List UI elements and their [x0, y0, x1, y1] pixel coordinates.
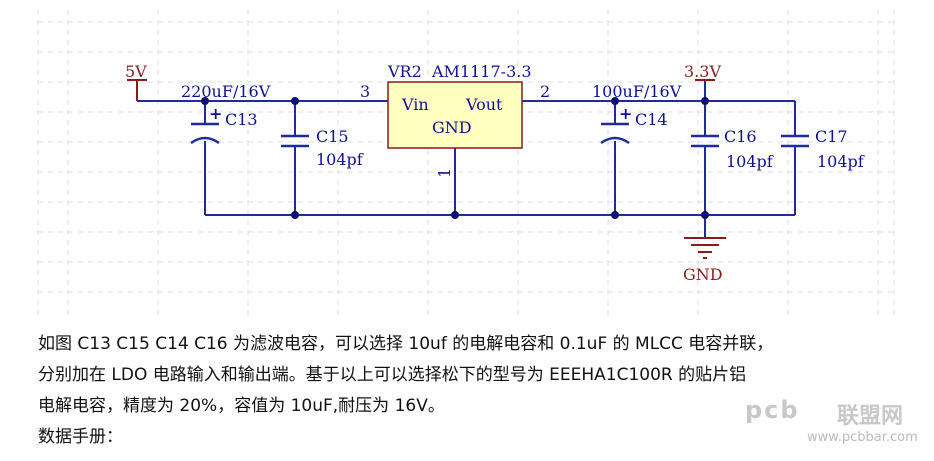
c14-value: 100uF/16V — [592, 82, 682, 101]
c13-polarity: + — [209, 104, 222, 123]
wires — [137, 80, 796, 237]
c16-value: 104pf — [726, 152, 774, 171]
description-line-3: 电解电容，精度为 20%，容值为 10uF,耐压为 16V。 — [38, 396, 445, 416]
junction-dot — [701, 211, 709, 219]
c15-designator: C15 — [316, 127, 349, 146]
watermark-cn: 联盟网 — [837, 404, 904, 429]
c13-value: 220uF/16V — [181, 82, 271, 101]
capacitor-c16: C16 104pf — [691, 127, 774, 171]
net-3v3: 3.3V — [684, 62, 721, 81]
gnd-label: GND — [683, 265, 723, 284]
regulator-pin-gnd: GND — [432, 118, 472, 137]
junction-dot — [701, 97, 709, 105]
regulator-pin-vin: Vin — [401, 95, 429, 114]
regulator-pin-1: 1 — [435, 168, 454, 178]
regulator-vr2: VR2 AM1117-3.3 Vin Vout GND 3 2 1 — [360, 62, 550, 178]
watermark-url: www.pcbbar.com — [807, 430, 918, 445]
capacitor-c15: C15 104pf — [281, 127, 364, 169]
c17-value: 104pf — [817, 152, 865, 171]
net-5v-label: 5V — [125, 62, 147, 81]
description-line-2: 分别加在 LDO 电路输入和输出端。基于以上可以选择松下的型号为 EEEHA1C… — [38, 365, 747, 385]
junction-dot — [291, 97, 299, 105]
junctions — [201, 97, 709, 219]
watermark-logo: pcb — [745, 396, 800, 424]
watermark: pcb 联盟网 www.pcbbar.com — [745, 396, 931, 456]
junction-dot — [451, 211, 459, 219]
regulator-designator: VR2 — [387, 62, 422, 81]
capacitor-c14: + C14 100uF/16V — [592, 82, 682, 145]
schematic-diagram: 5V 3.3V GND VR2 AM1117-3.3 Vin Vout GND … — [37, 10, 895, 320]
c14-polarity: + — [619, 104, 632, 123]
c14-designator: C14 — [635, 110, 668, 129]
regulator-pin-3: 3 — [360, 82, 370, 101]
c15-value: 104pf — [316, 150, 364, 169]
junction-dot — [611, 97, 619, 105]
junction-dot — [291, 211, 299, 219]
description-line-1: 如图 C13 C15 C14 C16 为滤波电容，可以选择 10uf 的电解电容… — [38, 334, 774, 354]
grid — [37, 10, 895, 320]
description-line-4: 数据手册： — [38, 427, 123, 447]
net-5v: 5V — [125, 62, 147, 101]
regulator-pin-2: 2 — [540, 82, 550, 101]
c16-designator: C16 — [724, 127, 757, 146]
junction-dot — [611, 211, 619, 219]
c13-designator: C13 — [225, 110, 258, 129]
gnd-symbol: GND — [683, 237, 726, 284]
capacitor-c17: C17 104pf — [781, 127, 865, 171]
c17-designator: C17 — [815, 127, 848, 146]
regulator-pin-vout: Vout — [465, 95, 503, 114]
junction-dot — [201, 97, 209, 105]
capacitor-c13: + C13 220uF/16V — [181, 82, 271, 145]
regulator-part: AM1117-3.3 — [431, 62, 532, 81]
net-3v3-label: 3.3V — [684, 62, 721, 81]
